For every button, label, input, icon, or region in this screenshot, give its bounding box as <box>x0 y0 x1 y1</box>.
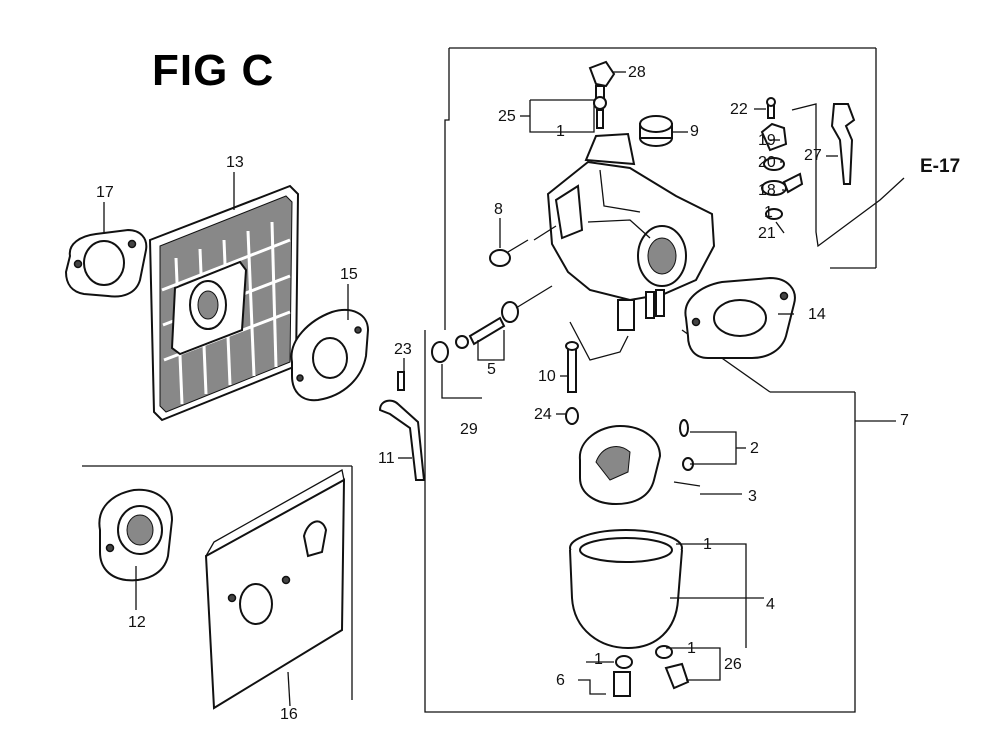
callout-7: 7 <box>900 412 909 429</box>
callout-16: 16 <box>280 706 298 723</box>
part-8-screw <box>489 239 529 267</box>
callout-25: 25 <box>498 108 516 125</box>
parts-23-5-29 <box>397 285 553 391</box>
callout-29: 29 <box>460 421 478 438</box>
callout-1-drain: 1 <box>594 651 603 668</box>
part-4-float-bowl <box>569 529 683 697</box>
part-28-screw <box>588 60 616 129</box>
callout-23: 23 <box>394 341 412 358</box>
part-15-gasket <box>290 309 370 402</box>
figure-title: FIG C <box>152 46 275 95</box>
callout-20: 20 <box>758 154 776 171</box>
leader-lines <box>103 71 905 707</box>
callout-17: 17 <box>96 184 114 201</box>
callout-1: 1 <box>556 123 565 140</box>
callout-10: 10 <box>538 368 556 385</box>
callout-1-screw: 1 <box>687 640 696 657</box>
part-16-plate <box>204 468 346 710</box>
callout-24: 24 <box>534 406 552 423</box>
part-17-gasket <box>64 228 148 298</box>
callout-19: 19 <box>758 132 776 149</box>
callout-11: 11 <box>378 450 395 467</box>
part-12-insulator <box>98 488 174 582</box>
callout-22: 22 <box>730 101 748 118</box>
callout-8: 8 <box>494 201 503 218</box>
part-9-cap <box>639 115 673 147</box>
callout-13: 13 <box>226 154 244 171</box>
callout-6: 6 <box>556 672 565 689</box>
part-26-screw <box>655 645 690 690</box>
callout-3: 3 <box>748 488 757 505</box>
float-assembly <box>578 419 701 506</box>
carburetor-body <box>533 132 716 361</box>
callout-5: 5 <box>487 361 496 378</box>
part-13-plate <box>148 184 300 422</box>
callout-12: 12 <box>128 614 146 631</box>
callout-2: 2 <box>750 440 759 457</box>
assembly-frame <box>82 47 896 713</box>
callout-14: 14 <box>808 306 826 323</box>
choke-small-parts <box>760 97 856 220</box>
callout-9: 9 <box>690 123 699 140</box>
callout-4: 4 <box>766 596 775 613</box>
callout-18: 18 <box>758 182 776 199</box>
callout-1-bowl: 1 <box>703 536 712 553</box>
reference-label: E-17 <box>920 156 961 177</box>
callout-26: 26 <box>724 656 742 673</box>
part-11-wire <box>378 399 426 481</box>
callout-21: 21 <box>758 225 776 242</box>
callout-15: 15 <box>340 266 358 283</box>
part-14-gasket <box>684 276 796 359</box>
callout-27: 27 <box>804 147 822 164</box>
callout-28: 28 <box>628 64 646 81</box>
part-10-needle <box>565 341 579 425</box>
callout-1-choke: 1 <box>764 204 773 221</box>
